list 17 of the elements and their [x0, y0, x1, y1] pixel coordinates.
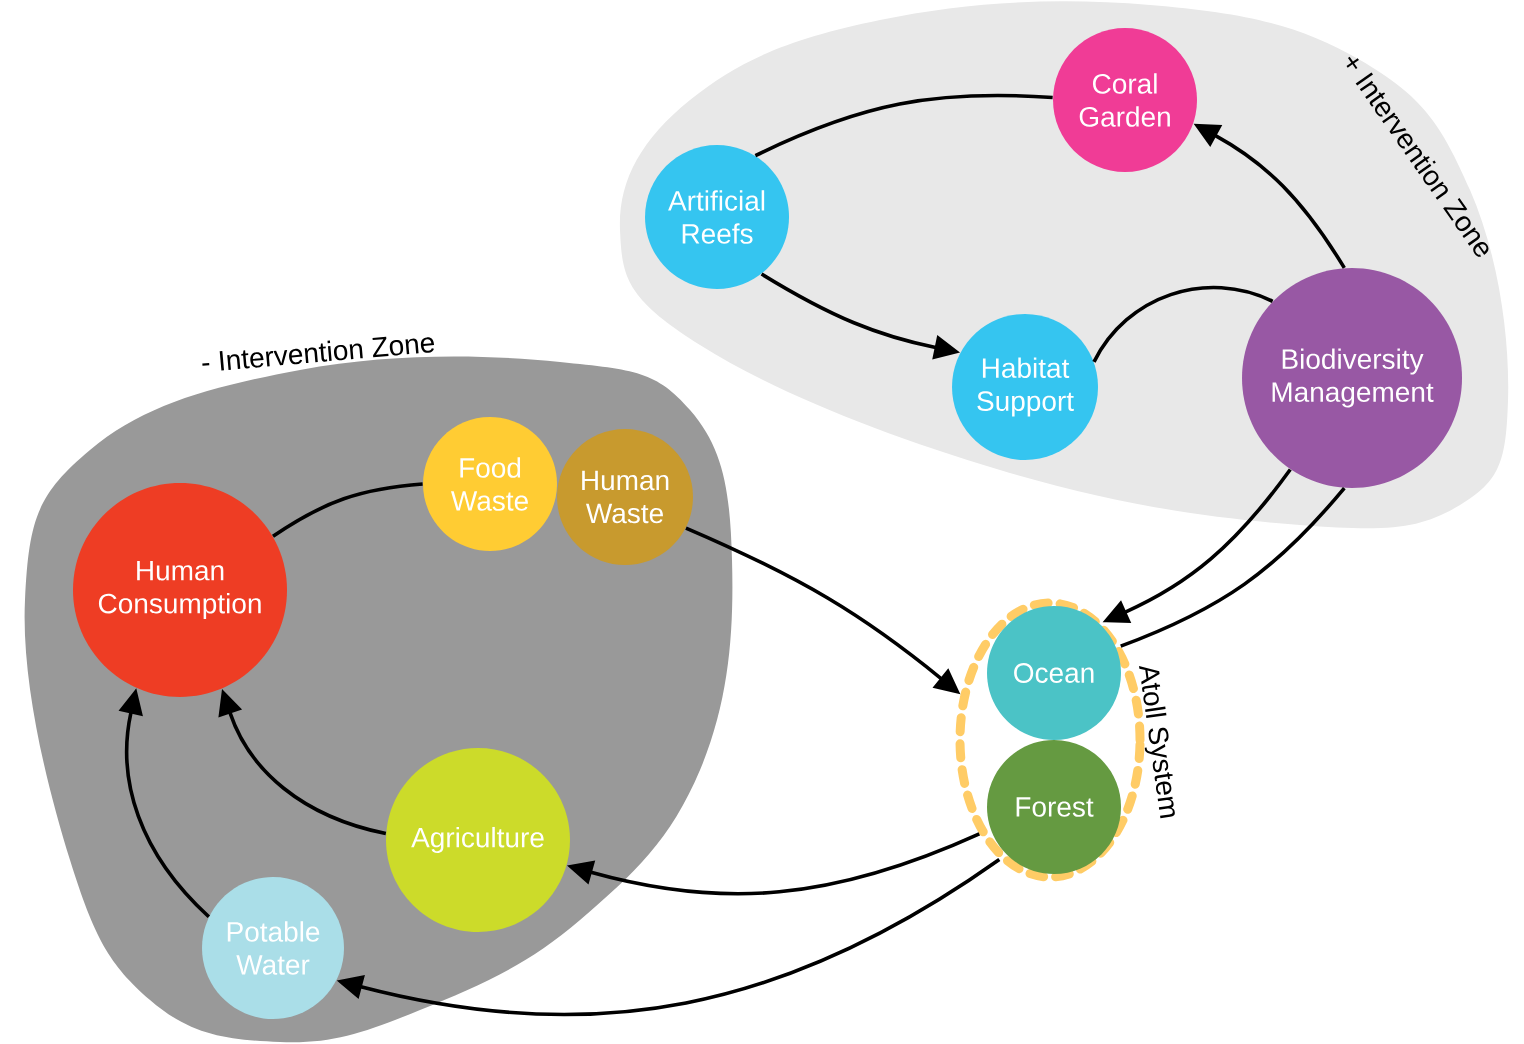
circle-node: Biodiversity Management — [1242, 268, 1462, 488]
circle-node: Artificial Reefs — [645, 145, 789, 289]
system-label: Atoll System — [1139, 666, 1175, 819]
connector-line — [1092, 285, 1274, 363]
circle-node: Food Waste — [423, 417, 557, 551]
circle-node: Agriculture — [386, 748, 570, 932]
connector-line — [1120, 486, 1346, 648]
circle-node: Habitat Support — [952, 314, 1098, 460]
connector-line — [272, 482, 423, 538]
circle-node: Ocean — [987, 606, 1121, 740]
zone-label: - Intervention Zone — [202, 336, 435, 371]
circle-node: Coral Garden — [1053, 28, 1197, 172]
circle-node: Potable Water — [202, 877, 344, 1019]
connector-line — [754, 93, 1053, 158]
circle-node: Forest — [987, 740, 1121, 874]
circle-node: Human Waste — [557, 429, 693, 565]
circle-node: Human Consumption — [73, 483, 287, 697]
